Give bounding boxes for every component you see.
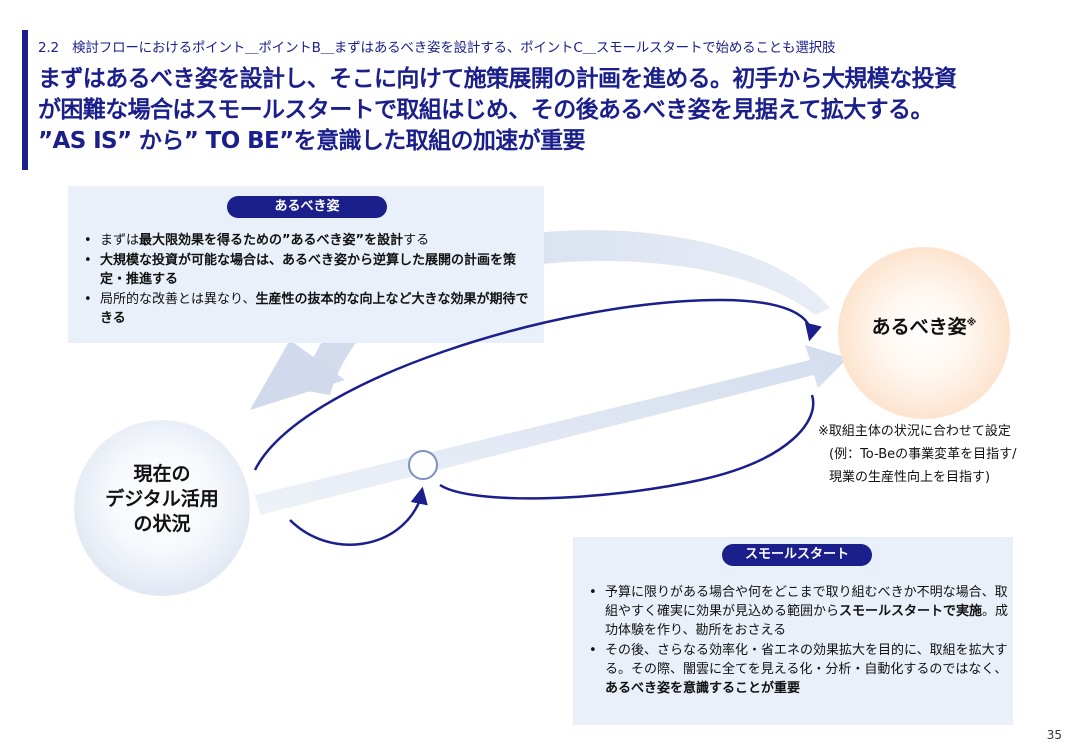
page-title-line-3: ”AS IS” から” TO BE”を意識した取組の加速が重要 [38,128,585,154]
breadcrumb: 2.2 検討フローにおけるポイント＿ポイントB＿まずはあるべき姿を設計する、ポイ… [38,40,836,56]
list-item: 大規模な投資が可能な場合は、あるべき姿から逆算した展開の計画を策定・推進する [82,251,540,289]
list-item: その後、さらなる効率化・省エネの効果拡大を目的に、取組を拡大する。その際、闇雲に… [587,641,1011,698]
title-accent-bar [22,30,28,170]
page-title-line-1: まずはあるべき姿を設計し、そこに向けて施策展開の計画を進める。初手から大規模な投… [38,66,957,92]
list-item: まずは最大限効果を得るための”あるべき姿”を設計する [82,231,540,250]
small-start-bullets: 予算に限りがある場合や何をどこまで取り組むべきか不明な場合、取組やすく確実に効果… [587,583,1011,699]
list-item: 局所的な改善とは異なり、生産性の抜本的な向上など大きな効果が期待できる [82,290,540,328]
page-title-line-2: が困難な場合はスモールスタートで取組はじめ、その後あるべき姿を見据えて拡大する。 [38,97,933,123]
main-progress-arrow [255,345,848,515]
return-curve-arrowhead [250,340,345,410]
ideal-state-note: ※取組主体の状況に合わせて設定 (例：To-Beの事業変革を目指す/ 現業の生産… [818,424,1017,485]
page-number: 35 [1046,728,1062,742]
list-item: 予算に限りがある場合や何をどこまで取り組むべきか不明な場合、取組やすく確実に効果… [587,583,1011,640]
page-title: まずはあるべき姿を設計し、そこに向けて施策展開の計画を進める。初手から大規模な投… [38,64,1068,157]
ideal-state-circle [838,247,1010,419]
ideal-state-pill: あるべき姿 [227,196,387,218]
small-start-loop-arrow [289,486,428,546]
small-start-pill: スモールスタート [722,544,872,566]
current-state-circle [74,420,250,596]
ideal-return-arrow [439,394,815,500]
ideal-state-bullets: まずは最大限効果を得るための”あるべき姿”を設計する 大規模な投資が可能な場合は… [82,231,540,329]
current-state-label: 現在の デジタル活用 の状況 [105,463,219,535]
small-start-node [408,450,438,480]
ideal-state-circle-label: あるべき姿※ [871,316,977,338]
